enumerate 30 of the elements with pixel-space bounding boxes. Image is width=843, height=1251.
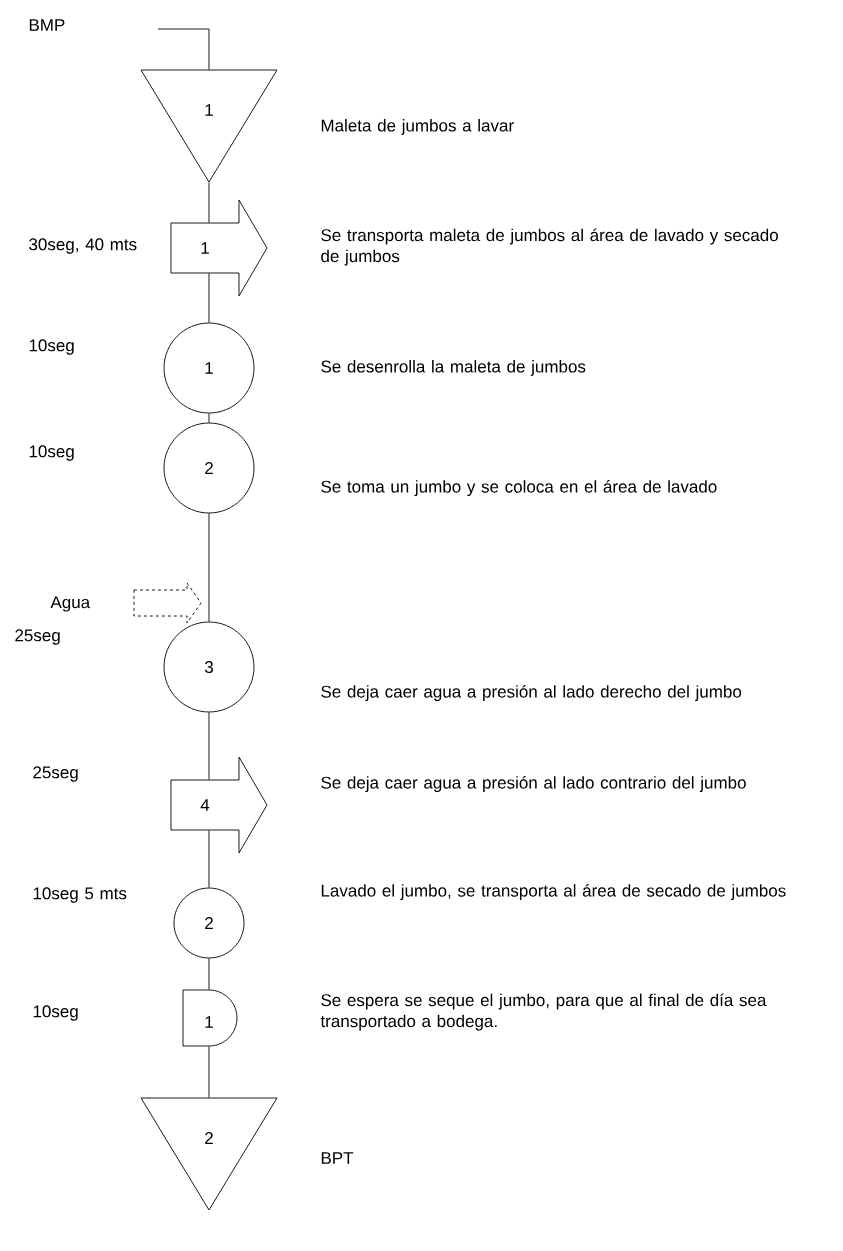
connector-line: [208, 273, 210, 323]
step-description: Lavado el jumbo, se transporta al área de secado de jumbos: [321, 884, 786, 901]
connector-line: [208, 413, 210, 423]
step-description: Se espera se seque el jumbo, para que al final de día sea transportado a bodega.: [320, 993, 767, 1031]
input-arrow: [133, 582, 202, 624]
time-label: 10seg: [29, 339, 74, 355]
origin-label: BMP: [29, 19, 65, 31]
connector-line: [208, 1046, 210, 1098]
time-label: 30seg, 40 mts: [29, 238, 137, 254]
step-description: Se transporta maleta de jumbos al área de lavado y secado de jumbos: [321, 228, 778, 266]
time-label: 10seg: [29, 445, 74, 461]
time-label: 10seg: [33, 1005, 78, 1021]
connector-line: [157, 28, 210, 70]
step-description: Se deja caer agua a presión al lado derecho del jumbo: [321, 685, 742, 702]
time-label: 25seg: [33, 766, 78, 782]
storage-triangle: 2: [140, 1097, 278, 1211]
time-label: 10seg 5 mts: [33, 887, 127, 903]
step-description: Se toma un jumbo y se coloca en el área de lavado: [321, 480, 717, 497]
connector-line: [208, 830, 210, 888]
storage-triangle: 1: [140, 69, 278, 183]
step-description: Se desenrolla la maleta de jumbos: [321, 360, 586, 376]
connector-line: [208, 958, 210, 990]
step-description: Se deja caer agua a presión al lado contrario del jumbo: [321, 776, 746, 793]
connector-line: [208, 182, 210, 223]
connector-line: [208, 513, 210, 622]
connector-line: [208, 712, 210, 780]
time-label: 25seg: [15, 629, 60, 645]
time-label: Agua: [50, 596, 91, 612]
step-description: Maleta de jumbos a lavar: [321, 119, 514, 135]
step-description: BPT: [321, 1152, 354, 1164]
